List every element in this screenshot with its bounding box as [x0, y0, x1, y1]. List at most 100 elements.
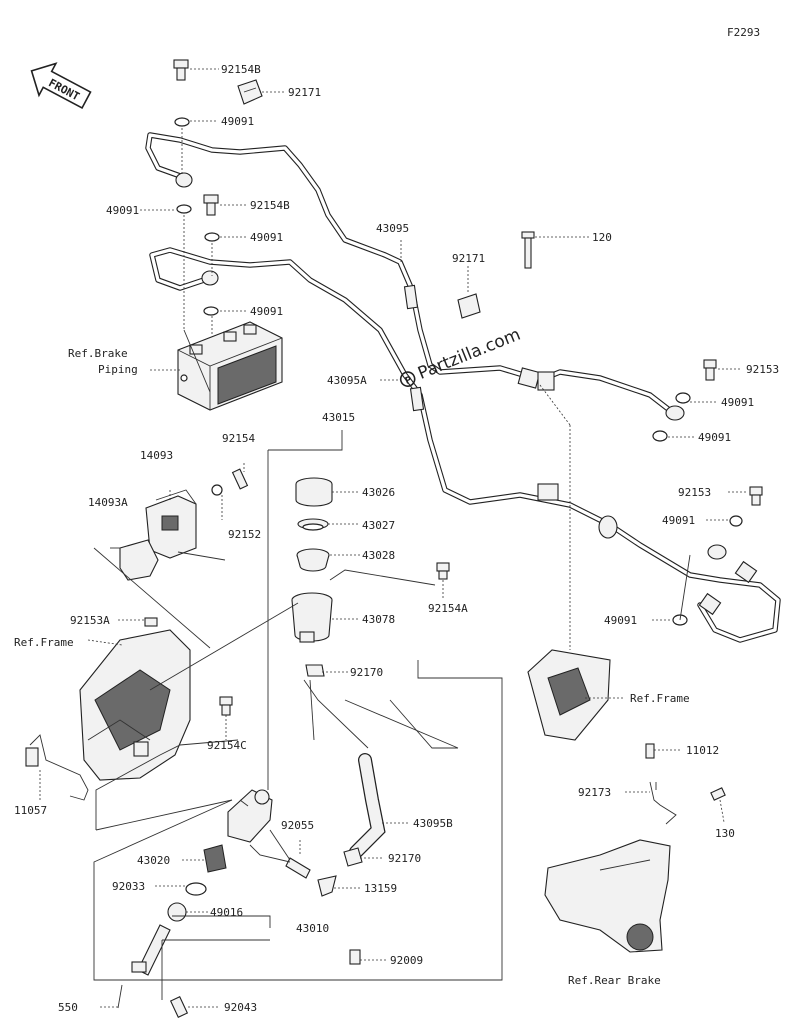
clamp-92170-b — [343, 847, 363, 867]
callout-43078[interactable]: 43078 — [362, 613, 395, 626]
pipe-fittings — [175, 172, 758, 616]
callout-92154b-a[interactable]: 92154B — [221, 63, 261, 76]
callout-refrear[interactable]: Ref.Rear Brake — [568, 974, 661, 987]
bolt-92153-b — [749, 486, 763, 506]
pushrod-43010 — [131, 924, 171, 976]
reservoir-cap-43026 — [295, 477, 333, 507]
bolt-92154B-b — [203, 194, 219, 216]
callout-43010[interactable]: 43010 — [296, 922, 329, 935]
callout-43020[interactable]: 43020 — [137, 854, 170, 867]
screw-92009 — [349, 949, 361, 965]
brake-pipe-43095A — [149, 247, 781, 643]
bolt-92153-a — [703, 359, 717, 381]
callout-92171-a[interactable]: 92171 — [288, 86, 321, 99]
callout-49091-d[interactable]: 49091 — [250, 305, 283, 318]
bolt-92154 — [231, 468, 249, 490]
bolt-92154B-a — [173, 59, 189, 81]
callout-92170-a[interactable]: 92170 — [350, 666, 383, 679]
callout-11012[interactable]: 11012 — [686, 744, 719, 757]
callout-92154b-b[interactable]: 92154B — [250, 199, 290, 212]
callout-92009[interactable]: 92009 — [390, 954, 423, 967]
callout-43095b[interactable]: 43095B — [413, 817, 453, 830]
watermark: P Partzilla.com — [399, 325, 523, 387]
bracket-14093 — [145, 489, 197, 559]
callout-49091-b[interactable]: 49091 — [106, 204, 139, 217]
spring-43020 — [203, 844, 227, 873]
callout-92170-b[interactable]: 92170 — [388, 852, 421, 865]
callout-92153a[interactable]: 92153A — [70, 614, 110, 627]
frame-left — [79, 629, 191, 781]
callout-120[interactable]: 120 — [592, 231, 612, 244]
callout-49091-a[interactable]: 49091 — [221, 115, 254, 128]
clip-92171-b — [457, 293, 481, 319]
washer-49091-g — [729, 515, 743, 527]
pin-92043 — [169, 995, 189, 1019]
svg-text:P: P — [404, 375, 414, 387]
callout-49016[interactable]: 49016 — [210, 906, 243, 919]
callout-130[interactable]: 130 — [715, 827, 735, 840]
frame-right — [527, 649, 611, 741]
callout-49091-f[interactable]: 49091 — [698, 431, 731, 444]
callout-92055[interactable]: 92055 — [281, 819, 314, 832]
callout-49091-h[interactable]: 49091 — [604, 614, 637, 627]
callout-92153-b[interactable]: 92153 — [678, 486, 711, 499]
abs-unit — [177, 321, 283, 411]
callout-refframe-b[interactable]: Ref.Frame — [630, 692, 690, 705]
washer-49091-b — [176, 204, 192, 214]
callout-92154[interactable]: 92154 — [222, 432, 255, 445]
reservoir-43078 — [291, 592, 333, 643]
washer-49091-c — [204, 232, 220, 242]
diaphragm-plate-43027 — [297, 518, 329, 531]
callout-43026[interactable]: 43026 — [362, 486, 395, 499]
callout-13159[interactable]: 13159 — [364, 882, 397, 895]
callout-refframe-a[interactable]: Ref.Frame — [14, 636, 74, 649]
washer-49091-a — [174, 117, 190, 127]
washer-49091-f — [652, 430, 668, 442]
bolt-92154C — [219, 696, 233, 716]
callout-piping[interactable]: Piping — [98, 363, 138, 376]
callout-14093a[interactable]: 14093A — [88, 496, 128, 509]
callout-49091-e[interactable]: 49091 — [721, 396, 754, 409]
callout-92171-b[interactable]: 92171 — [452, 252, 485, 265]
callout-11057[interactable]: 11057 — [14, 804, 47, 817]
callout-14093[interactable]: 14093 — [140, 449, 173, 462]
switch-11057 — [25, 734, 89, 801]
washer-49091-d — [203, 306, 219, 316]
bracket-14093A — [110, 539, 159, 581]
bolt-92154A — [436, 562, 450, 580]
callout-43027[interactable]: 43027 — [362, 519, 395, 532]
diagram-id: F2293 — [727, 26, 760, 39]
callout-43015[interactable]: 43015 — [322, 411, 355, 424]
bolt-92153A — [144, 617, 158, 627]
callout-92153-a[interactable]: 92153 — [746, 363, 779, 376]
callout-43095[interactable]: 43095 — [376, 222, 409, 235]
callout-refbrake[interactable]: Ref.Brake — [68, 347, 128, 360]
callout-92043[interactable]: 92043 — [224, 1001, 257, 1014]
leader-lines — [39, 68, 748, 1008]
callout-550[interactable]: 550 — [58, 1001, 78, 1014]
bolt-130 — [710, 787, 726, 801]
clip-92171-a — [237, 79, 263, 105]
callout-92173[interactable]: 92173 — [578, 786, 611, 799]
boot-49016 — [167, 902, 187, 922]
master-cylinder-43015 — [227, 789, 273, 843]
cotter-pin-550 — [117, 984, 123, 1009]
callout-92152[interactable]: 92152 — [228, 528, 261, 541]
washer-49091-e — [675, 392, 691, 404]
reference-lines — [93, 329, 691, 1000]
callout-43095a[interactable]: 43095A — [327, 374, 367, 387]
callout-92154c[interactable]: 92154C — [207, 739, 247, 752]
callout-49091-c[interactable]: 49091 — [250, 231, 283, 244]
watermark-text: Partzilla.com — [415, 325, 523, 384]
callout-92033[interactable]: 92033 — [112, 880, 145, 893]
callout-43028[interactable]: 43028 — [362, 549, 395, 562]
pin-11012 — [645, 743, 655, 759]
callout-92154a[interactable]: 92154A — [428, 602, 468, 615]
spring-92173 — [649, 781, 677, 825]
callout-labels: 92154B 92171 49091 49091 92154B 49091 49091 430… — [14, 63, 779, 1014]
callout-49091-g[interactable]: 49091 — [662, 514, 695, 527]
diaphragm-43028 — [296, 548, 330, 572]
rear-brake-pedal — [544, 839, 671, 953]
hose-fitting-92055 — [285, 857, 311, 879]
